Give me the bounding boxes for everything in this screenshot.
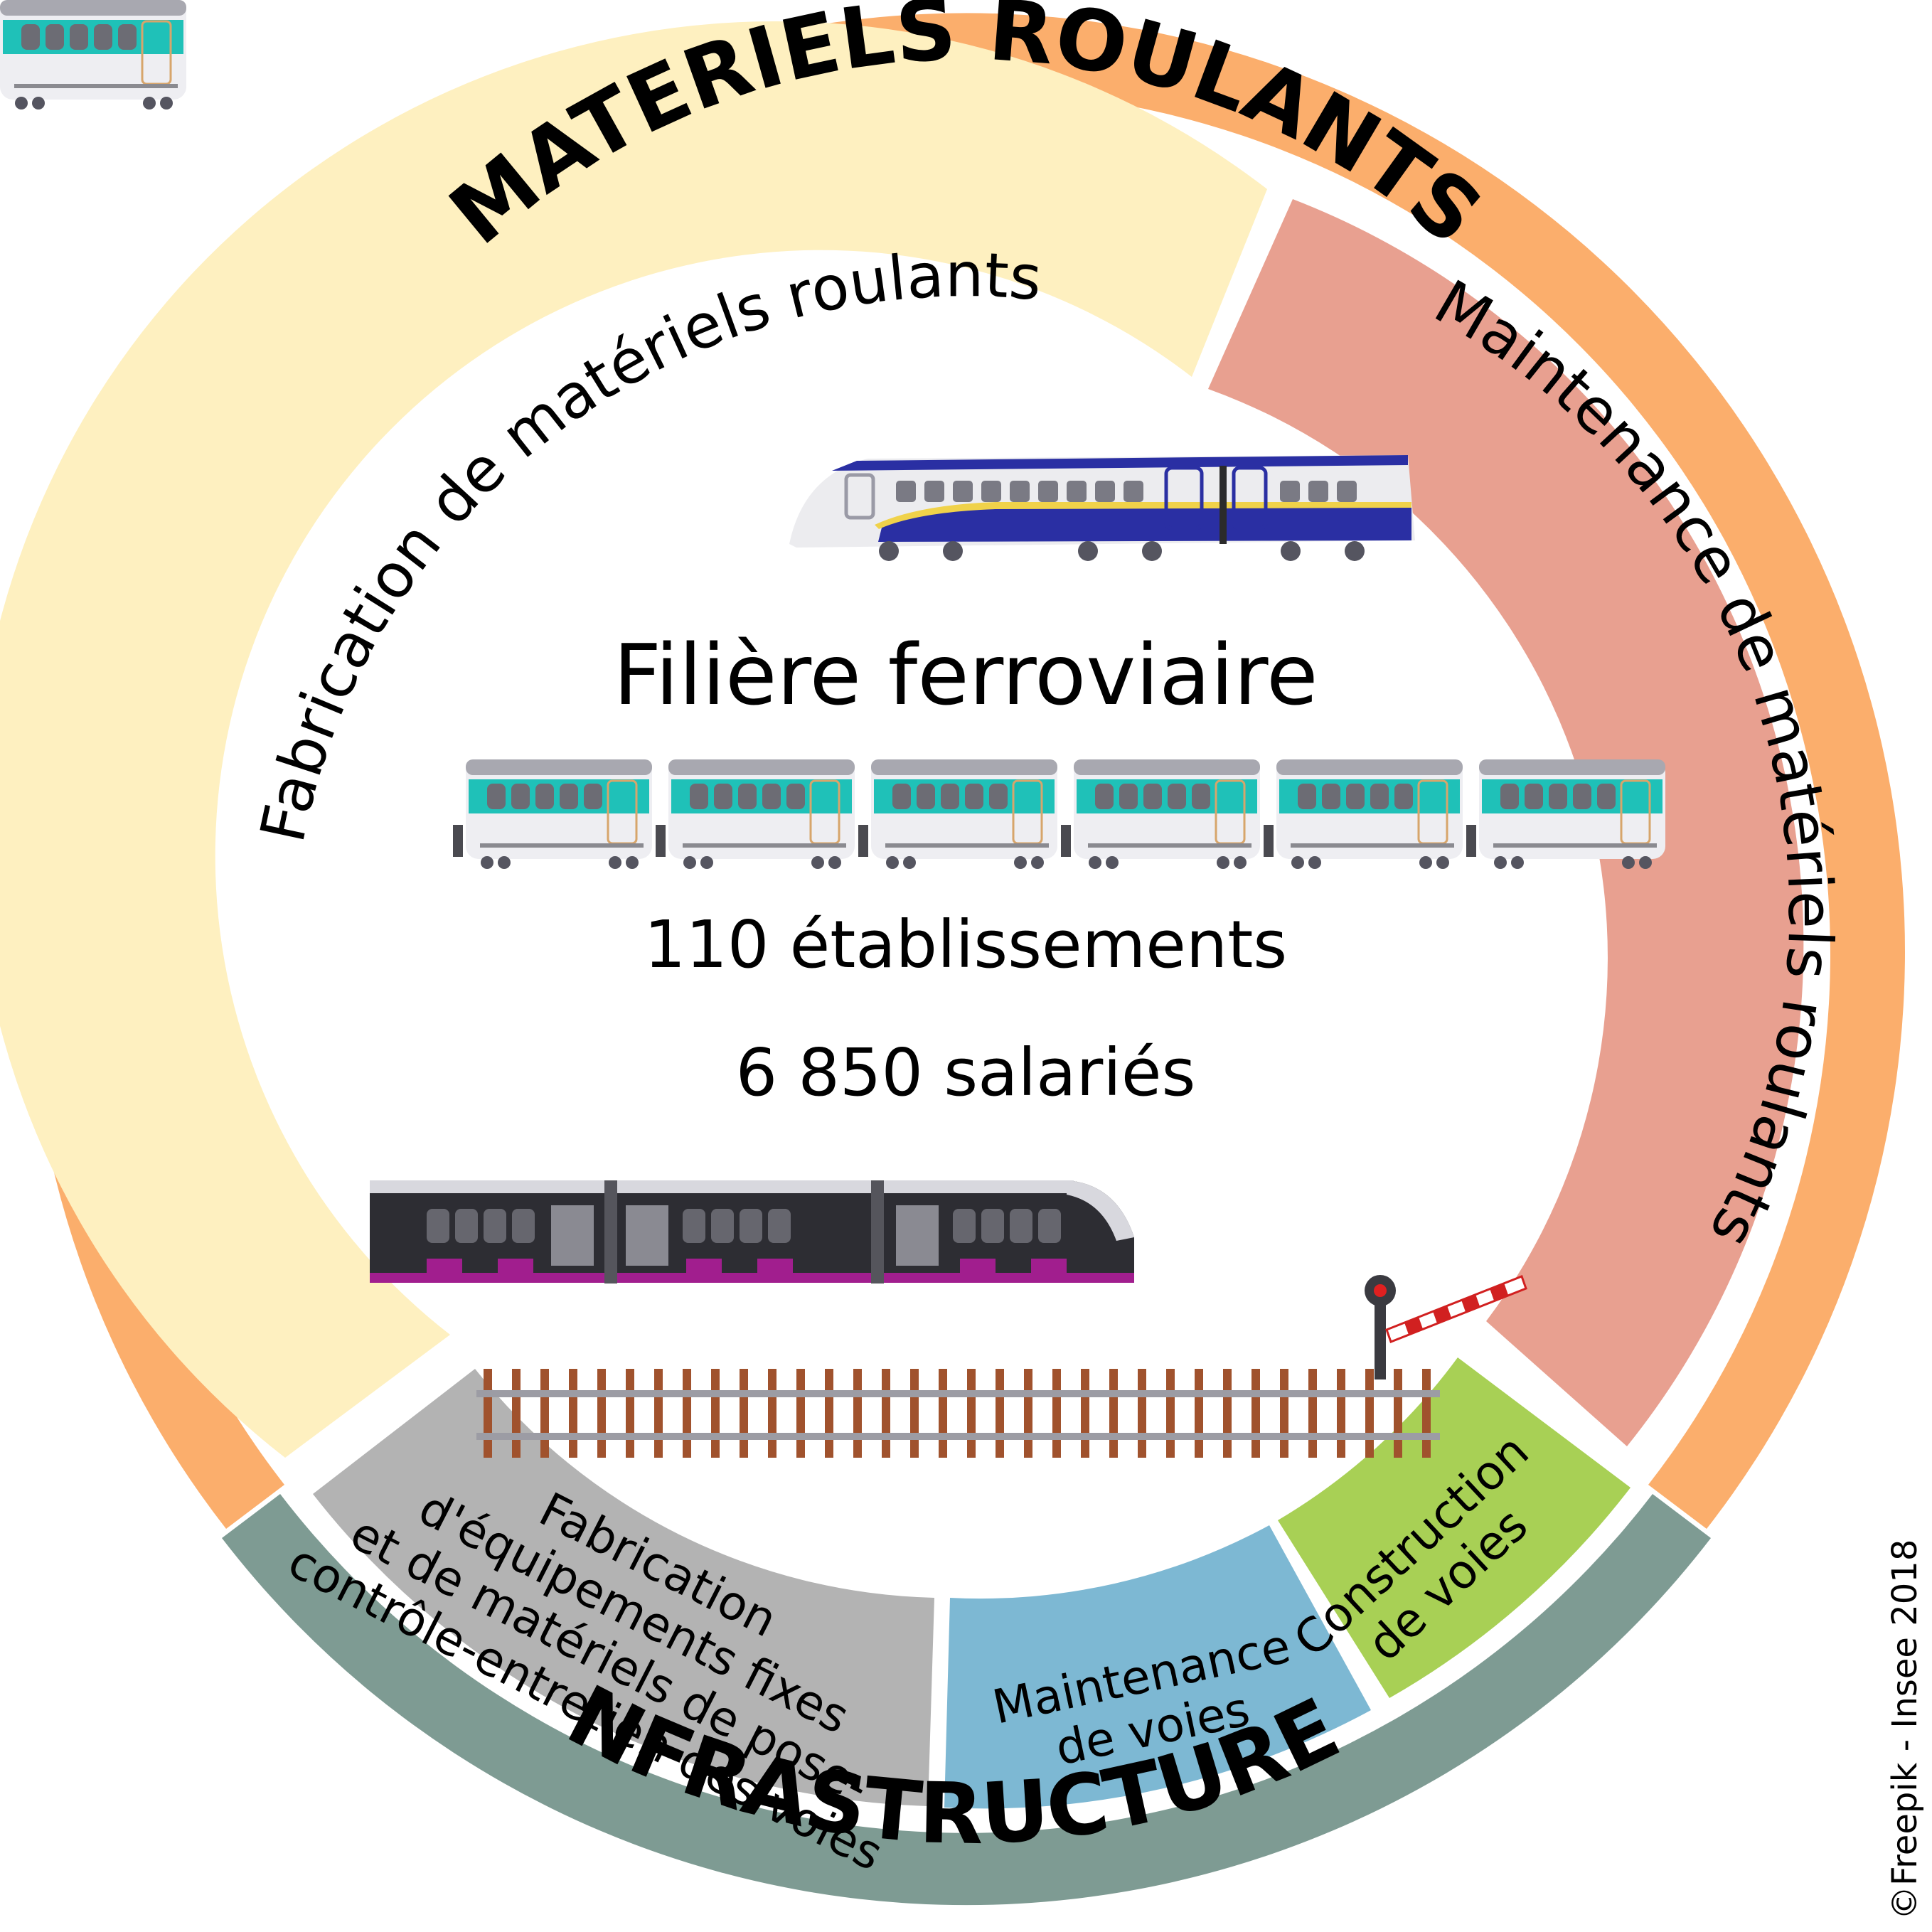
employees-count: 6 850 salariés: [736, 1035, 1196, 1111]
tram-icon: [370, 1180, 1134, 1283]
segment-maintenance-materiels-roulants: [1208, 199, 1804, 1446]
railway-track-icon: [476, 1369, 1440, 1458]
level-crossing-signal-icon: [1365, 1275, 1527, 1379]
segment-construction-voies: [1278, 1357, 1631, 1698]
commuter-train-icon: [0, 0, 1667, 870]
infrastructures-ring: [222, 1494, 1711, 1906]
segment-fabrication-equipements-fixes: [313, 1369, 934, 1806]
segment-fabrication-materiels-roulants: [0, 21, 1267, 1458]
establishments-count: 110 établissements: [644, 907, 1287, 983]
center-title: Filière ferroviaire: [613, 626, 1318, 724]
credit-text: ©Freepik - Insee 2018: [1885, 1539, 1925, 1920]
high-speed-train-icon: [789, 455, 1415, 561]
segment-maintenance-voies: [944, 1525, 1371, 1809]
